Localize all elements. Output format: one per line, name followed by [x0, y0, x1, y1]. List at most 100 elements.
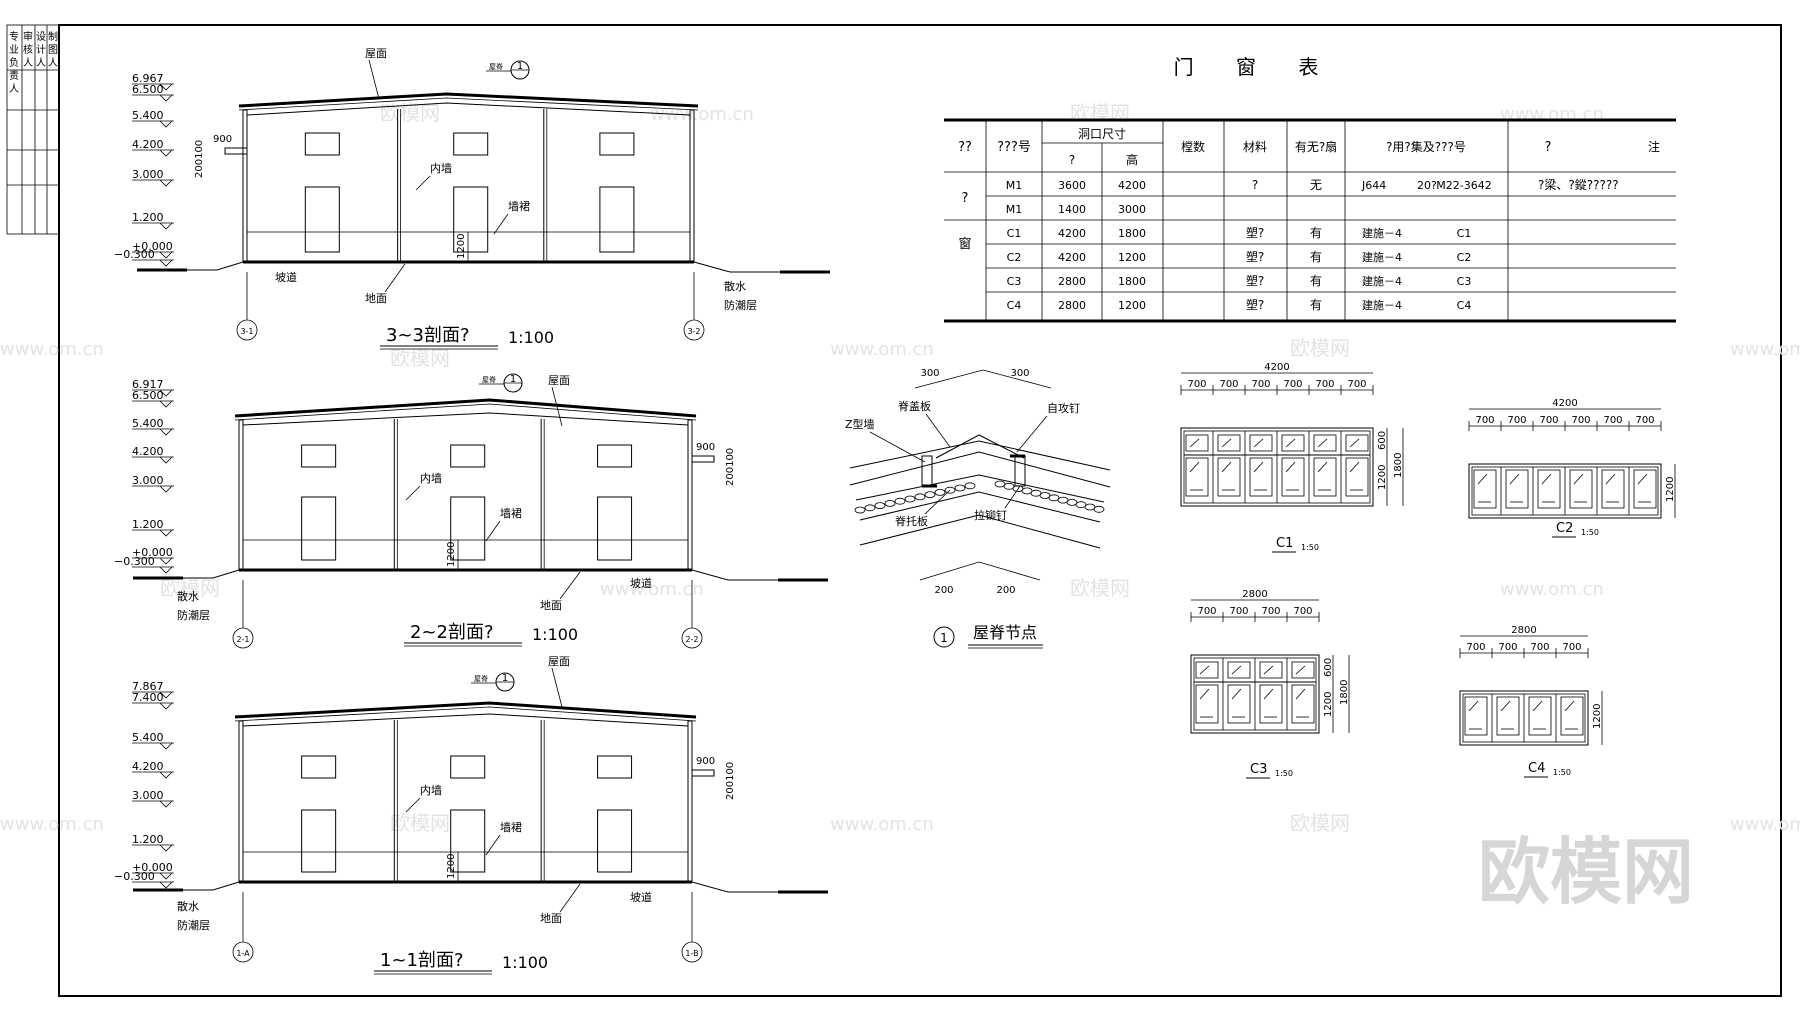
glass-pane — [1313, 457, 1337, 497]
ridge-detail-title: 屋脊节点 — [973, 623, 1037, 642]
door-opening — [301, 496, 337, 561]
dimension-900: 900 — [696, 756, 715, 767]
damp-proof-label: 防潮层 — [177, 918, 210, 932]
z-purlin — [1014, 455, 1026, 487]
level-value: 7.400 — [132, 691, 164, 704]
window-height: 1200 — [1592, 704, 1603, 729]
insulation-coil — [924, 491, 936, 499]
window-frame — [1190, 654, 1320, 734]
glass-pane — [1528, 696, 1552, 736]
roof-line — [238, 92, 699, 108]
glass-mark — [1605, 473, 1616, 485]
z-purlin — [921, 455, 933, 487]
glass-mark — [1532, 700, 1543, 712]
door-window-table: 门 窗 表 ?????号洞口尺寸?高樘数材料有无?扇?用?集及???号?注?窗M… — [944, 55, 1676, 323]
level-triangle — [159, 844, 173, 852]
watermark-logo: 欧模网 — [380, 101, 440, 125]
table-header: 高 — [1126, 152, 1138, 167]
leader-line — [925, 413, 951, 448]
level-value: 1.200 — [132, 833, 164, 846]
glass-mark — [1231, 665, 1242, 675]
leader-line — [551, 667, 563, 708]
table-cell-height: 4200 — [1118, 179, 1146, 192]
table-cell-width: 4200 — [1058, 227, 1086, 240]
ceiling-line — [242, 713, 689, 727]
section-title: 2~2剖面? — [410, 622, 494, 643]
section-scale: 1:100 — [502, 953, 548, 972]
watermark-logo: 欧模网 — [1290, 336, 1350, 360]
roof-panel — [849, 440, 1111, 471]
table-group-door: ? — [962, 191, 969, 206]
title-block-char: 负 — [9, 56, 19, 69]
ridge-cap — [935, 434, 1025, 459]
window-sub-width: 700 — [1475, 415, 1494, 426]
glass-pane — [1473, 469, 1497, 509]
level-value: 5.400 — [132, 109, 164, 122]
leader-line — [485, 834, 501, 856]
window-sub-width: 700 — [1603, 415, 1622, 426]
leader-line — [1016, 415, 1048, 453]
watermark-url: www.om.cn — [1500, 104, 1604, 125]
door-opening — [453, 186, 489, 253]
level-value: 4.200 — [132, 445, 164, 458]
leader-line — [924, 489, 951, 515]
sheet-frame — [6, 24, 1782, 997]
level-value: 1.200 — [132, 518, 164, 531]
gutter — [691, 455, 715, 463]
roof-panel — [855, 474, 1105, 503]
axis-bubble — [681, 941, 703, 963]
insulation-coil — [884, 499, 896, 507]
window-frame — [1459, 690, 1589, 746]
glass-mark — [1295, 665, 1306, 675]
glass-mark — [1295, 688, 1306, 700]
section-1-1: 9002001007.8677.4005.4004.2003.0001.200+… — [114, 655, 828, 975]
table-cell-material: 塑? — [1246, 225, 1264, 240]
glass-pane — [1560, 696, 1584, 736]
self-tap-screw-label: 自攻钉 — [1047, 401, 1080, 415]
roof-label: 屋面 — [548, 655, 570, 668]
door-opening — [450, 809, 486, 873]
table-cell-height: 1200 — [1118, 251, 1146, 264]
detail-number-circle — [933, 626, 955, 648]
level-triangle — [159, 428, 173, 436]
window-sub-width: 700 — [1251, 379, 1270, 390]
roof-panel — [859, 491, 1101, 523]
title-block-char: 核 — [23, 43, 33, 56]
window-width: 4200 — [1264, 362, 1289, 373]
glass-mark — [1189, 461, 1200, 473]
title-block-char: 设 — [36, 31, 46, 43]
glass-pane — [1537, 469, 1561, 509]
dimension-1200: 1200 — [446, 542, 457, 567]
table-cell-ref: 建施－4 — [1362, 274, 1402, 288]
level-value: 6.500 — [132, 83, 164, 96]
glass-pane — [1195, 684, 1219, 724]
title-block-char: 人 — [23, 57, 33, 69]
table-header: 注 — [1648, 139, 1660, 154]
insulation-coil — [904, 495, 916, 503]
insulation-coil — [914, 493, 926, 501]
window-scale: 1:50 — [1581, 528, 1599, 537]
wall-skirt-label: 墙裙 — [508, 199, 530, 213]
glass-mark — [1637, 473, 1648, 485]
level-triangle — [159, 149, 173, 157]
dimension-200: 200 — [934, 585, 953, 596]
table-header: ?? — [958, 140, 972, 155]
dimension-300: 200100 — [194, 140, 205, 178]
table-cell-material: 塑? — [1246, 297, 1264, 312]
table-cell-width: 4200 — [1058, 251, 1086, 264]
callout-number: 1 — [510, 374, 516, 385]
insulation-coil — [1075, 501, 1087, 509]
glass-mark — [1253, 438, 1264, 448]
axis-bubble — [683, 319, 705, 341]
roof-panel — [859, 514, 1101, 549]
window-name: C4 — [1528, 761, 1545, 776]
outer-wall-left — [238, 720, 244, 883]
window-sub-width: 700 — [1530, 642, 1549, 653]
level-value: 4.200 — [132, 138, 164, 151]
window-name: C3 — [1250, 762, 1267, 777]
level-value: 3.000 — [132, 168, 164, 181]
dimension-300: 200100 — [725, 762, 736, 800]
section-scale: 1:100 — [508, 328, 554, 347]
